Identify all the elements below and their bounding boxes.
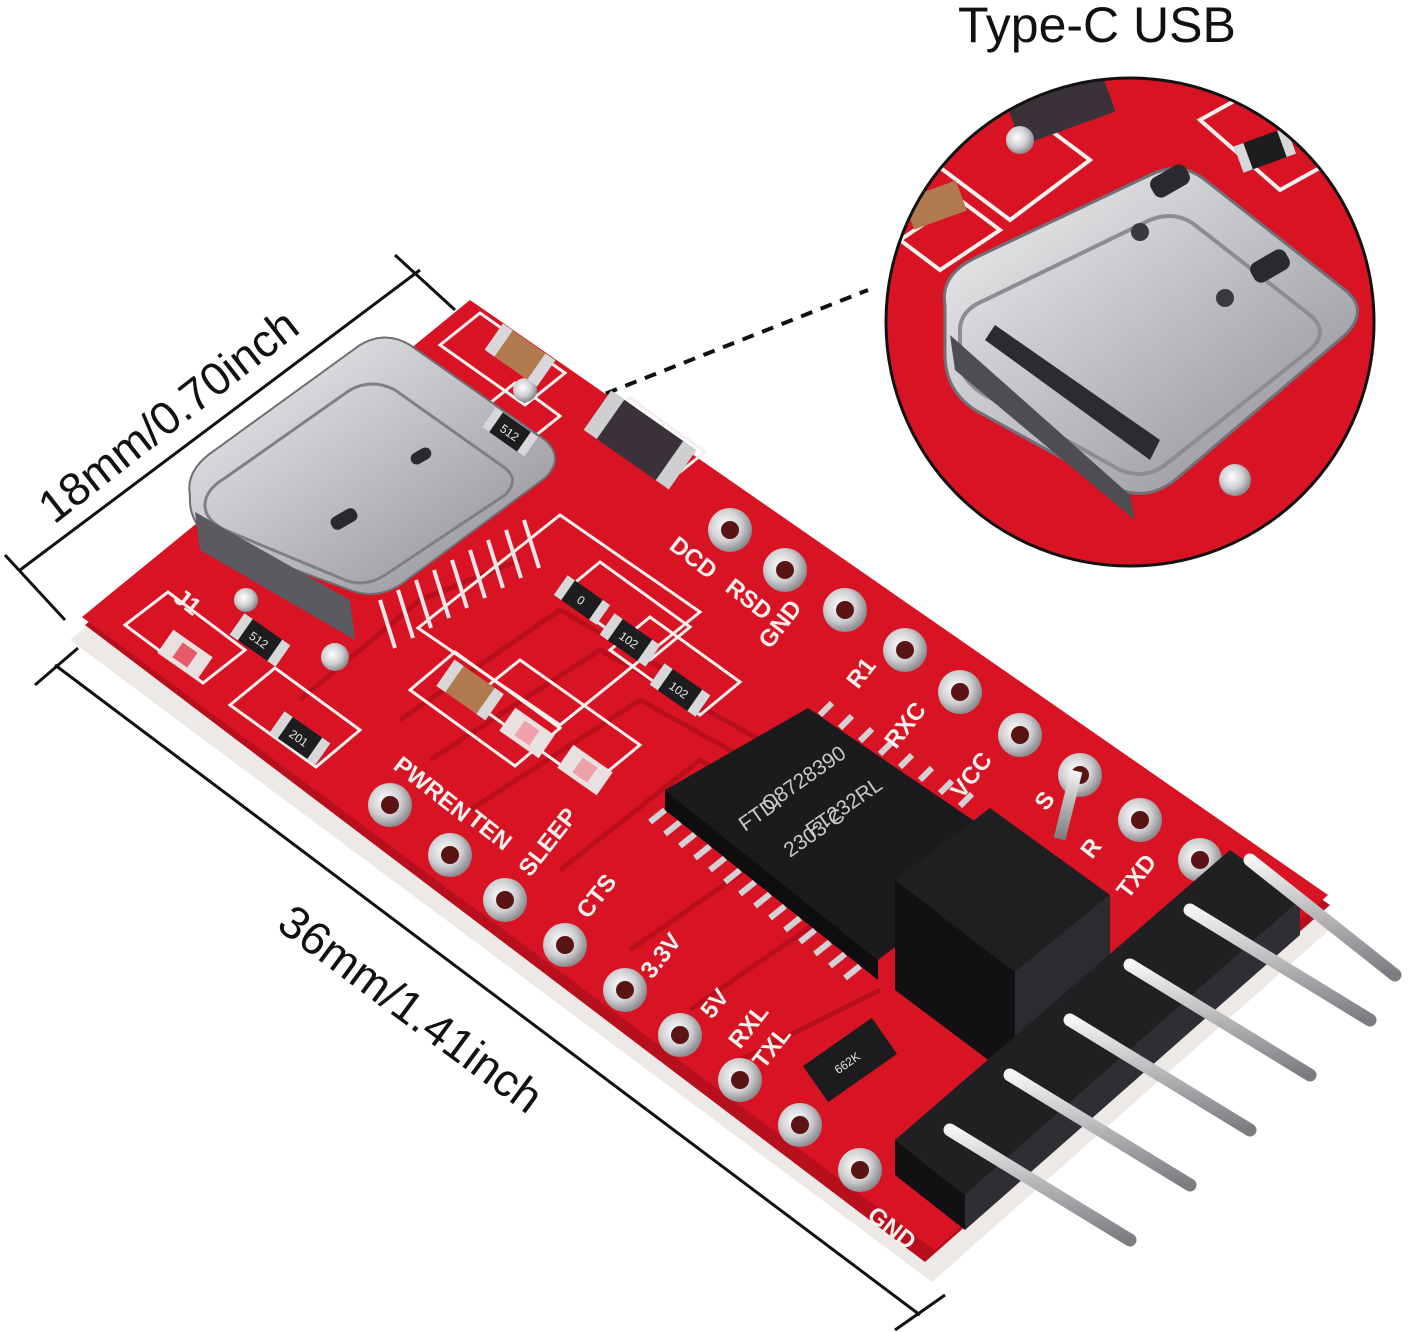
capacitor xyxy=(436,659,504,721)
resistor: 102 xyxy=(649,663,711,717)
led xyxy=(557,744,613,796)
capacitor xyxy=(484,323,556,387)
usb-c-pins xyxy=(378,519,541,649)
resistor: 102 xyxy=(599,613,661,667)
resistor: 512 xyxy=(229,613,291,667)
led xyxy=(499,707,555,759)
bottom-pin-pads xyxy=(368,783,882,1192)
pin-header xyxy=(895,850,1402,1247)
resistor: 512 xyxy=(481,407,539,457)
voltage-regulator: 662K xyxy=(802,1017,898,1103)
callout-title: Type-C USB xyxy=(958,0,1236,53)
resistor: 201 xyxy=(269,711,331,765)
diode xyxy=(583,390,697,490)
usb-c-zoom-callout xyxy=(884,76,1376,568)
smd-components: 512 512 201 102 102 xyxy=(157,323,711,796)
resistor: 0 xyxy=(553,575,611,625)
header-pins xyxy=(943,853,1402,1247)
led xyxy=(157,629,213,681)
callout-leader xyxy=(429,288,869,465)
usb-c-connector xyxy=(188,336,556,671)
